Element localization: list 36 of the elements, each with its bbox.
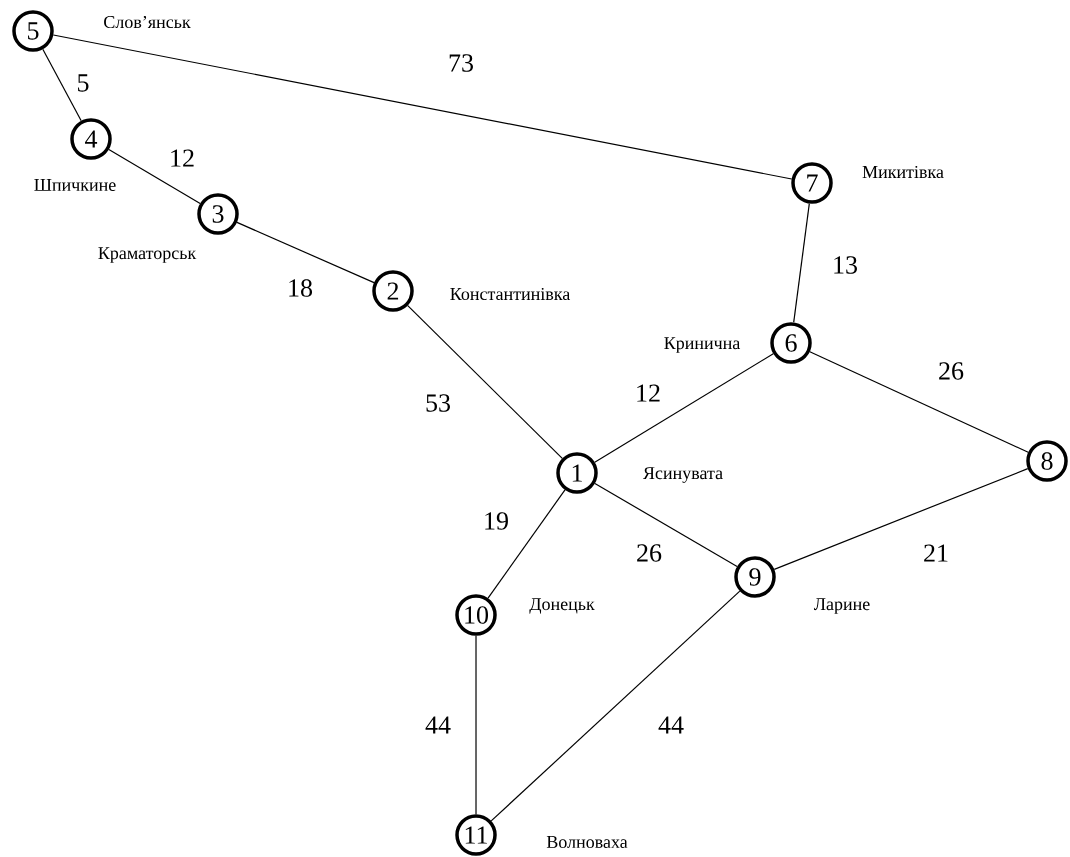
- road-line: [108, 148, 201, 205]
- distance-label: 73: [449, 54, 473, 72]
- distance-label: 18: [289, 279, 312, 297]
- station-name: Ясинувата: [643, 467, 723, 483]
- road-line: [773, 468, 1029, 570]
- distance-label: 13: [834, 256, 857, 274]
- distance-label: 26: [939, 362, 964, 380]
- road-line: [52, 34, 793, 180]
- station-name: Волноваха: [546, 836, 628, 848]
- station-name: Краматорськ: [98, 247, 197, 263]
- station-name: Кринична: [664, 337, 741, 353]
- road-line: [490, 590, 741, 822]
- station-name: Донецьк: [529, 598, 595, 614]
- distance-label: 21: [924, 544, 948, 562]
- distance-label: 44: [658, 716, 684, 734]
- road-line: [487, 489, 566, 599]
- station-name: Микитівка: [862, 165, 944, 179]
- distance-label: 5: [78, 74, 89, 92]
- distance-label: 44: [425, 716, 451, 734]
- distance-label: 12: [637, 384, 660, 402]
- road-line: [236, 221, 375, 284]
- road-line: [407, 305, 563, 459]
- distance-label: 26: [637, 544, 662, 562]
- station-name: Константинівка: [450, 287, 571, 301]
- distance-label: 12: [171, 149, 194, 167]
- road-line: [793, 203, 810, 324]
- distance-label: 53: [426, 394, 450, 412]
- station-name: Слов’янськ: [104, 15, 191, 29]
- road-line: [594, 353, 774, 463]
- road-line: [809, 351, 1029, 453]
- road-line: [594, 482, 738, 568]
- road-line: [475, 635, 477, 815]
- road-line: [42, 48, 82, 122]
- station-name: Шпичкине: [34, 179, 116, 191]
- station-name: Ларине: [813, 598, 870, 614]
- distance-label: 19: [485, 512, 508, 530]
